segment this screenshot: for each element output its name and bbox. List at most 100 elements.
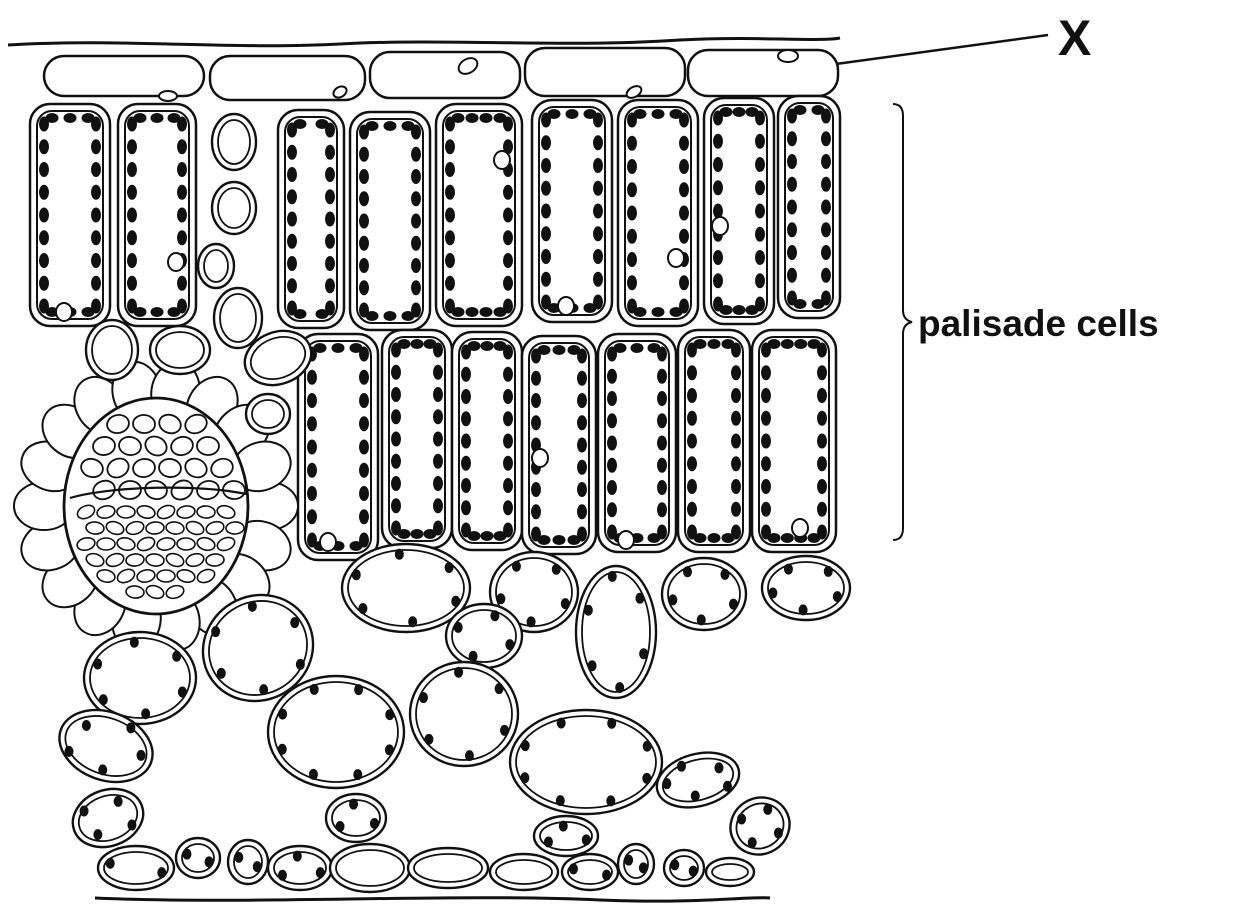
chloroplast [288,212,297,226]
chloroplast [608,436,617,450]
chloroplast [608,392,617,406]
chloroplast [538,346,550,355]
chloroplast [714,158,723,172]
palisade-cell [452,332,522,550]
chloroplast [64,114,76,123]
chloroplast [688,411,697,425]
chloroplast [360,487,369,501]
chloroplast [578,416,587,430]
cell-vacuole [558,297,574,315]
spongy-cell [268,676,404,788]
upper-epidermis [44,48,838,101]
chloroplast [643,773,651,783]
chloroplast [504,479,513,493]
chloroplast [497,594,505,604]
chloroplast [568,536,580,545]
chloroplast [818,502,827,516]
chloroplast [680,206,689,220]
label-palisade-cells: palisade cells [918,303,1159,344]
chloroplast [504,231,513,245]
chloroplast [434,388,443,402]
spongy-cell-membrane [452,610,516,662]
chloroplast [278,870,286,880]
chloroplast [469,651,477,661]
chloroplast [561,599,569,609]
chloroplast [628,136,637,150]
epidermal-cell [44,56,204,96]
chloroplast [40,163,49,177]
xylem-vessel [132,414,155,433]
chloroplast [688,457,697,471]
chloroplast [466,114,478,123]
chloroplast [424,530,436,539]
chloroplast [720,306,732,315]
chloroplast [92,231,101,245]
chloroplast [532,483,541,497]
spongy-cell [246,394,290,434]
chloroplast [584,605,592,615]
chloroplast [360,147,369,161]
spongy-cell-membrane [104,852,168,884]
spongy-cell [706,858,754,886]
chloroplast [824,566,832,576]
chloroplast [326,257,335,271]
chloroplast [788,223,797,237]
chloroplast [608,414,617,428]
label-x-pointer-line [836,35,1048,64]
chloroplast [628,229,637,243]
chloroplast [556,796,564,806]
chloroplast [729,599,737,609]
chloroplast [628,160,637,174]
chloroplast [799,605,807,615]
chloroplast [822,246,831,260]
chloroplast [648,344,660,353]
chloroplast [332,344,344,353]
chloroplast [40,140,49,154]
chloroplast [288,145,297,159]
chloroplast [504,276,513,290]
phloem-cell [197,506,216,519]
chloroplast [658,369,667,383]
chloroplast [594,181,603,195]
cell-vacuole [320,533,336,551]
chloroplast [738,814,746,824]
chloroplast [392,499,401,513]
chloroplast [795,340,807,349]
chloroplast [151,114,163,123]
chloroplast [768,340,780,349]
spongy-cell [576,566,656,698]
palisade-cell [298,334,378,560]
spongy-cell-membrane [416,668,512,760]
chloroplast [584,304,596,313]
chloroplast [762,480,771,494]
spongy-cell [662,558,746,630]
chloroplast [434,432,443,446]
palisade-cell [704,98,774,324]
chloroplast [168,114,180,123]
chloroplast [788,177,797,191]
epidermal-cell [525,48,685,96]
chloroplast [628,206,637,220]
chloroplast [794,106,806,115]
chloroplast [94,659,102,669]
chloroplast [557,718,565,728]
chloroplast [360,440,369,454]
chloroplast [360,417,369,431]
chloroplast [504,390,513,404]
chloroplast [360,170,369,184]
chloroplast [480,308,492,317]
chloroplast [92,140,101,154]
phloem-cell [226,522,245,535]
chloroplast [822,177,831,191]
chloroplast [92,254,101,268]
palisade-cell [436,104,522,326]
chloroplast [446,163,455,177]
cell-vacuole [159,91,177,101]
chloroplast [608,571,616,581]
lower-surface-line [95,898,770,901]
chloroplast [384,312,396,321]
chloroplast [722,534,734,543]
chloroplast [788,132,797,146]
chloroplast [434,499,443,513]
chloroplast [128,276,137,290]
